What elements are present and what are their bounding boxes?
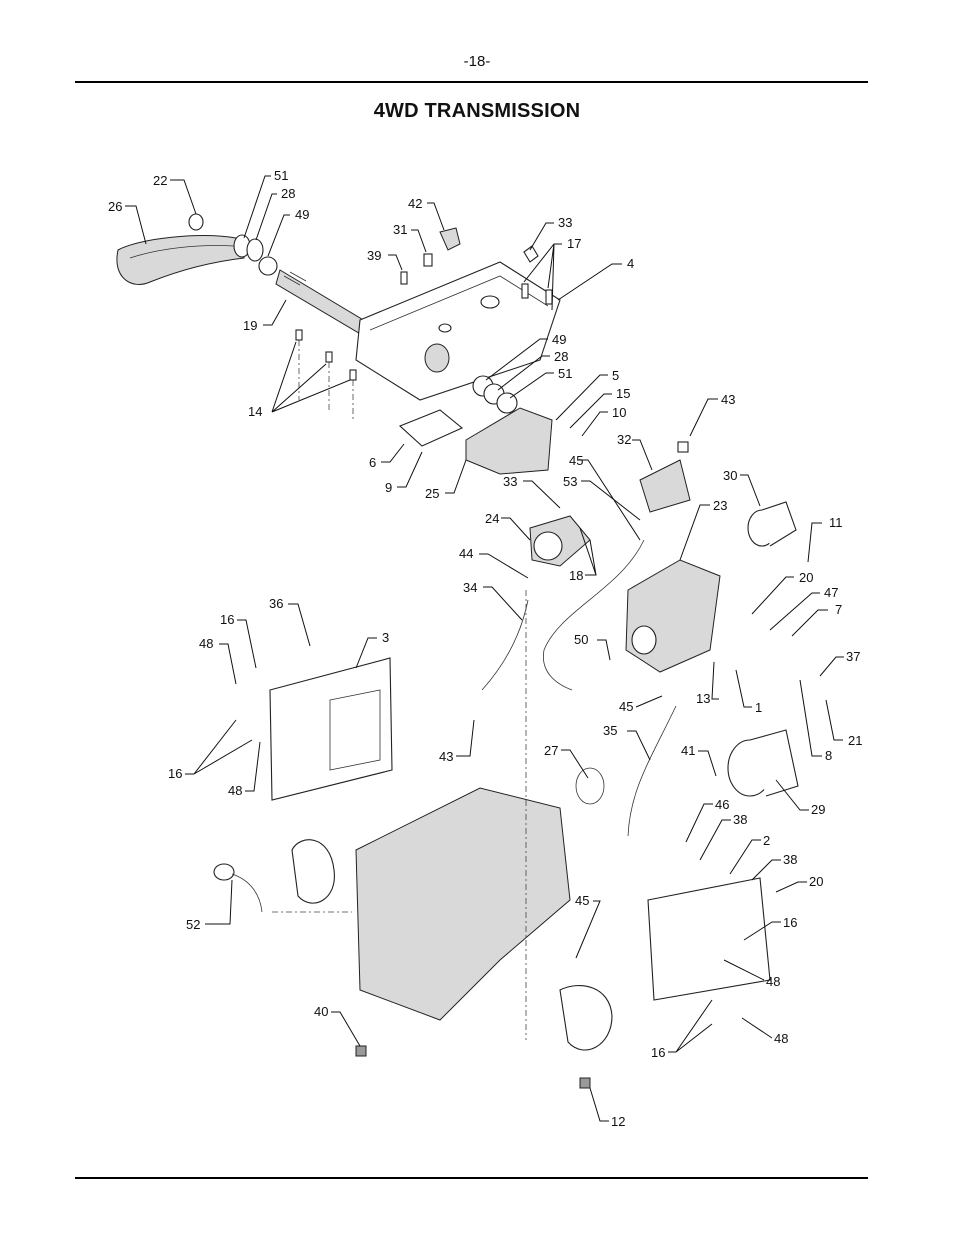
callout-1: 1	[755, 700, 762, 715]
callout-32: 32	[617, 432, 631, 447]
callout-6: 6	[369, 455, 376, 470]
callout-10: 10	[612, 405, 626, 420]
callout-37: 37	[846, 649, 860, 664]
callout-16a: 16	[220, 612, 234, 627]
callout-23: 23	[713, 498, 727, 513]
callout-16d: 16	[651, 1045, 665, 1060]
callout-43b: 43	[439, 749, 453, 764]
callout-13: 13	[696, 691, 710, 706]
callout-22: 22	[153, 173, 167, 188]
callout-48b: 48	[228, 783, 242, 798]
callout-41: 41	[681, 743, 695, 758]
callout-39: 39	[367, 248, 381, 263]
callout-44: 44	[459, 546, 473, 561]
callout-19: 19	[243, 318, 257, 333]
callout-35: 35	[603, 723, 617, 738]
callout-25: 25	[425, 486, 439, 501]
callout-9: 9	[385, 480, 392, 495]
leader-lines	[125, 175, 844, 1122]
callout-49b: 49	[552, 332, 566, 347]
callout-27: 27	[544, 743, 558, 758]
callout-45c: 45	[575, 893, 589, 908]
callout-18: 18	[569, 568, 583, 583]
callout-46: 46	[715, 797, 729, 812]
callout-2: 2	[763, 833, 770, 848]
callout-11: 11	[829, 515, 843, 530]
callout-47: 47	[824, 585, 838, 600]
callout-45b: 45	[619, 699, 633, 714]
callout-7: 7	[835, 602, 842, 617]
callout-20b: 20	[809, 874, 823, 889]
callout-53: 53	[563, 474, 577, 489]
callout-49: 49	[295, 207, 309, 222]
callout-24: 24	[485, 511, 499, 526]
callout-20: 20	[799, 570, 813, 585]
bottom-rule	[75, 1177, 868, 1179]
callout-34: 34	[463, 580, 477, 595]
callout-51: 51	[274, 168, 288, 183]
callout-33: 33	[558, 215, 572, 230]
callout-36: 36	[269, 596, 283, 611]
parts-artwork	[116, 213, 799, 1089]
top-rule	[75, 81, 868, 83]
callout-38a: 38	[733, 812, 747, 827]
callout-21: 21	[848, 733, 862, 748]
callout-45: 45	[569, 453, 583, 468]
callout-48c: 48	[766, 974, 780, 989]
callout-48a: 48	[199, 636, 213, 651]
callout-48d: 48	[774, 1031, 788, 1046]
callout-28b: 28	[554, 349, 568, 364]
callout-51b: 51	[558, 366, 572, 381]
callout-33b: 33	[503, 474, 517, 489]
callout-17: 17	[567, 236, 581, 251]
callout-26: 26	[108, 199, 122, 214]
callout-8: 8	[825, 748, 832, 763]
callout-50: 50	[574, 632, 588, 647]
callout-29: 29	[811, 802, 825, 817]
callout-38b: 38	[783, 852, 797, 867]
callout-12: 12	[611, 1114, 625, 1129]
callout-4: 4	[627, 256, 634, 271]
callout-16c: 16	[783, 915, 797, 930]
callout-31: 31	[393, 222, 407, 237]
callout-42: 42	[408, 196, 422, 211]
page-number: -18-	[463, 53, 491, 70]
page-title: 4WD TRANSMISSION	[373, 100, 581, 122]
callout-5: 5	[612, 368, 619, 383]
callout-52: 52	[186, 917, 200, 932]
callout-16b: 16	[168, 766, 182, 781]
callout-28: 28	[281, 186, 295, 201]
callout-3: 3	[382, 630, 389, 645]
callout-30: 30	[723, 468, 737, 483]
callout-43: 43	[721, 392, 735, 407]
callout-15: 15	[616, 386, 630, 401]
callout-labels: 22 26 51 28 49 42 31 39 33 17 4 19 14 49…	[108, 168, 862, 1129]
callout-40: 40	[314, 1004, 328, 1019]
callout-14: 14	[248, 404, 262, 419]
